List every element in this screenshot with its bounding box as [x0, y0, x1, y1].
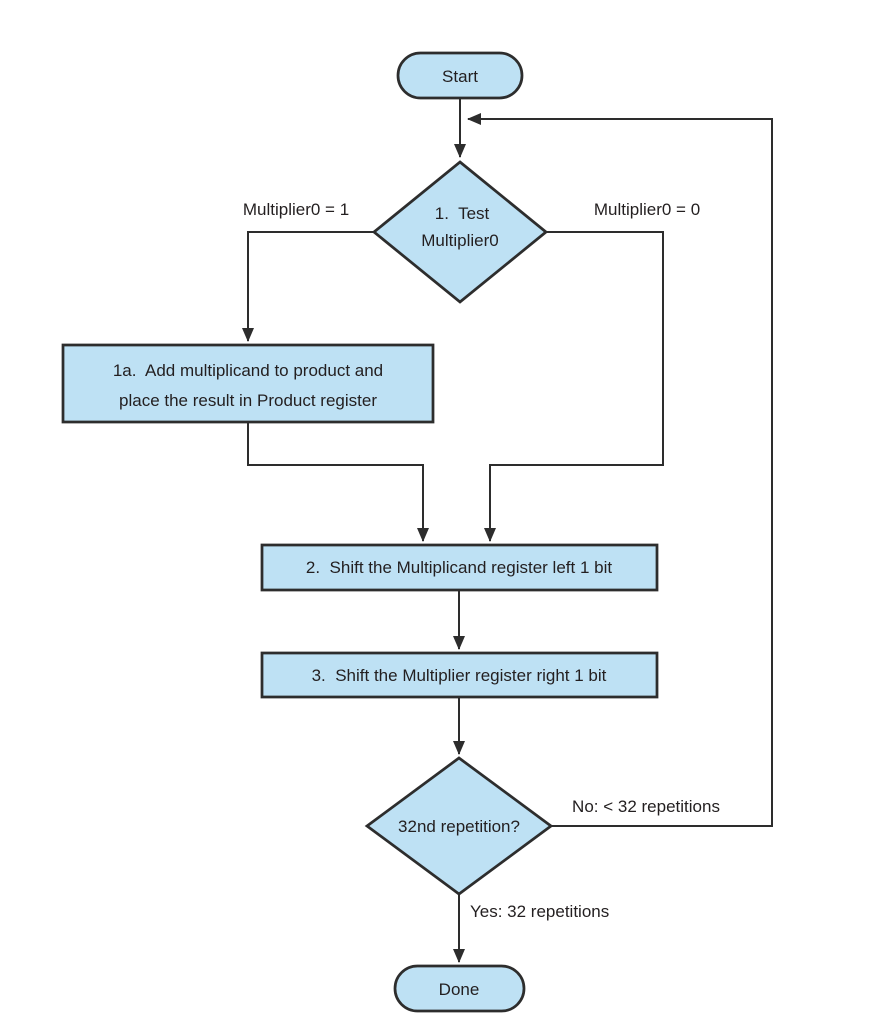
node-start-label: Start: [442, 67, 478, 86]
edge-test-to-add: [242, 231, 374, 342]
node-test-label-line2: Multiplier0: [421, 231, 498, 250]
node-test-multiplier0: [371, 160, 549, 304]
node-shift-multiplier-right: [260, 651, 659, 699]
nodes: Start 1. Test Multiplier0 1a. Add multip…: [61, 51, 659, 1013]
label-yes-branch: Yes: 32 repetitions: [470, 902, 609, 921]
edge-test-to-shift-left: [484, 231, 664, 542]
connectors: [242, 98, 773, 963]
node-test-label-line1: 1. Test: [435, 204, 490, 223]
node-shift-right-label: 3. Shift the Multiplier register right 1…: [312, 666, 607, 685]
node-done: [393, 964, 526, 1013]
label-no-branch: No: < 32 repetitions: [572, 797, 720, 816]
node-add-multiplicand: [61, 343, 435, 424]
node-shift-multiplicand-left: [260, 543, 659, 592]
node-repetition-label: 32nd repetition?: [398, 817, 520, 836]
label-multiplier0-eq-1: Multiplier0 = 1: [243, 200, 349, 219]
node-add-label-line2: place the result in Product register: [119, 391, 377, 410]
node-done-label: Done: [439, 980, 480, 999]
edge-labels: Multiplier0 = 1 Multiplier0 = 0 No: < 32…: [243, 200, 720, 921]
edge-no-loop-return: [467, 113, 773, 827]
node-32nd-repetition: [364, 756, 554, 896]
node-start: [396, 51, 524, 100]
node-add-label-line1: 1a. Add multiplicand to product and: [113, 361, 383, 380]
edge-add-to-shift-left: [247, 422, 429, 542]
node-shift-left-label: 2. Shift the Multiplicand register left …: [306, 558, 612, 577]
label-multiplier0-eq-0: Multiplier0 = 0: [594, 200, 700, 219]
